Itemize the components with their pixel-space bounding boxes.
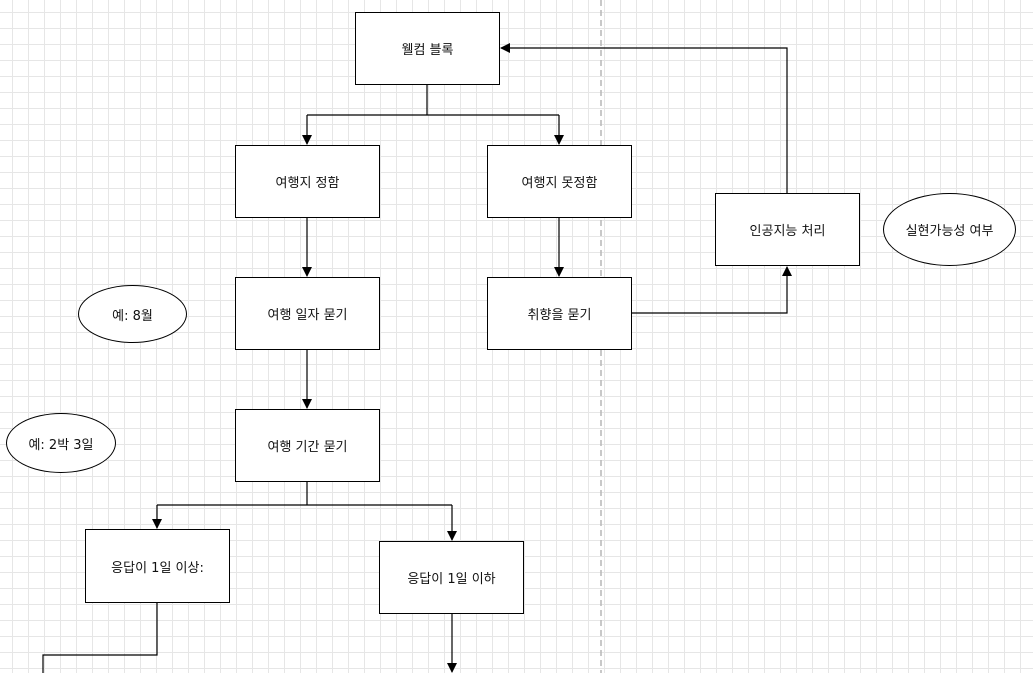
arrow-ai-to-welcome — [500, 43, 788, 193]
ai-process-node[interactable]: 인공지능 처리 — [715, 193, 860, 266]
ask-date-label: 여행 일자 묻기 — [267, 308, 348, 323]
dest-undecided-label: 여행지 못정함 — [521, 176, 598, 191]
reply-under-one-day-label: 응답이 1일 이하 — [407, 572, 496, 587]
feasibility-label: 실현가능성 여부 — [905, 224, 994, 239]
example-nights-label: 예: 2박 3일 — [28, 437, 94, 453]
reply-over-one-day-label: 응답이 1일 이상: — [111, 560, 204, 576]
connector-duration-split — [157, 481, 452, 506]
ask-duration-label: 여행 기간 묻기 — [267, 440, 348, 455]
reply-under-one-day-node[interactable]: 응답이 1일 이하 — [379, 541, 524, 614]
example-month-ellipse[interactable]: 예: 8월 — [78, 285, 187, 343]
arrow-taste-to-ai — [631, 266, 792, 314]
feasibility-ellipse[interactable]: 실현가능성 여부 — [883, 193, 1016, 266]
ask-taste-node[interactable]: 취향을 묻기 — [487, 277, 632, 350]
dest-undecided-node[interactable]: 여행지 못정함 — [487, 145, 632, 218]
dest-decided-label: 여행지 정함 — [275, 176, 340, 191]
welcome-block-label: 웰컴 블록 — [401, 43, 454, 58]
connector-welcome-split — [307, 84, 559, 116]
welcome-block-node[interactable]: 웰컴 블록 — [355, 12, 500, 85]
example-month-label: 예: 8월 — [112, 308, 153, 324]
ask-taste-label: 취향을 묻기 — [527, 308, 592, 323]
example-nights-ellipse[interactable]: 예: 2박 3일 — [6, 413, 116, 473]
ai-process-label: 인공지능 처리 — [749, 224, 826, 239]
ask-duration-node[interactable]: 여행 기간 묻기 — [235, 409, 380, 482]
connector-reply-over-down — [42, 602, 158, 673]
ask-date-node[interactable]: 여행 일자 묻기 — [235, 277, 380, 350]
dest-decided-node[interactable]: 여행지 정함 — [235, 145, 380, 218]
reply-over-one-day-node[interactable]: 응답이 1일 이상: — [85, 529, 230, 603]
